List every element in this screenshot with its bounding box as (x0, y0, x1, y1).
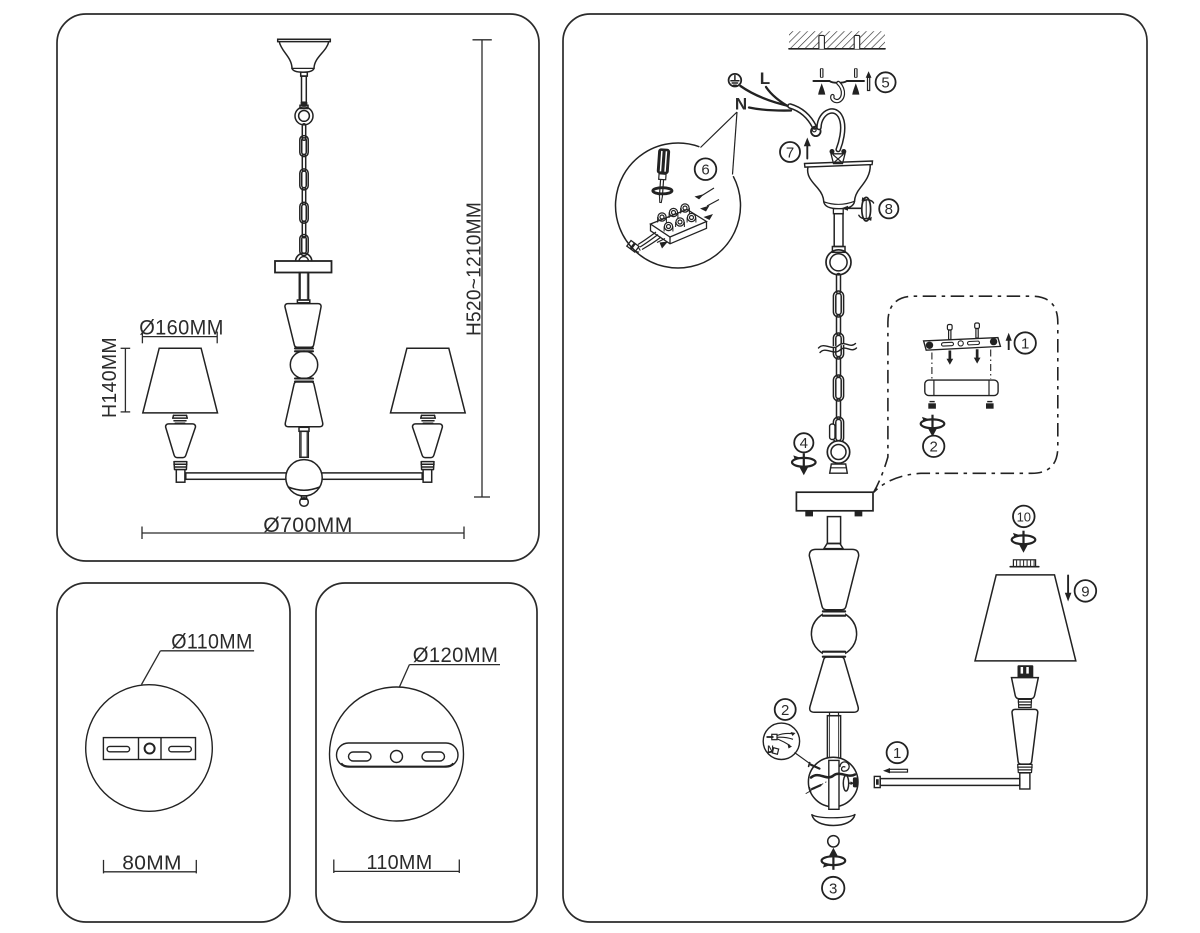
svg-text:3: 3 (829, 880, 837, 897)
svg-text:80MM: 80MM (122, 852, 182, 874)
svg-text:1: 1 (1021, 335, 1029, 352)
svg-text:5: 5 (881, 75, 889, 92)
svg-text:4: 4 (800, 435, 808, 452)
svg-text:N: N (735, 95, 747, 114)
svg-text:10: 10 (1017, 509, 1031, 524)
svg-text:Ø110MM: Ø110MM (171, 630, 253, 653)
svg-text:1: 1 (893, 745, 901, 762)
svg-text:H520~1210MM: H520~1210MM (464, 202, 486, 336)
svg-text:2: 2 (781, 702, 789, 719)
svg-text:2: 2 (930, 439, 938, 456)
svg-text:Ø700MM: Ø700MM (263, 514, 353, 537)
svg-text:110MM: 110MM (367, 852, 433, 874)
svg-text:9: 9 (1081, 583, 1089, 600)
svg-text:H140MM: H140MM (99, 337, 121, 418)
svg-text:N: N (767, 744, 774, 754)
svg-text:8: 8 (885, 201, 893, 218)
svg-text:L: L (760, 69, 770, 88)
svg-text:Ø120MM: Ø120MM (413, 644, 499, 667)
svg-text:7: 7 (786, 144, 794, 161)
svg-text:6: 6 (701, 162, 709, 179)
svg-text:Ø160MM: Ø160MM (139, 317, 224, 340)
